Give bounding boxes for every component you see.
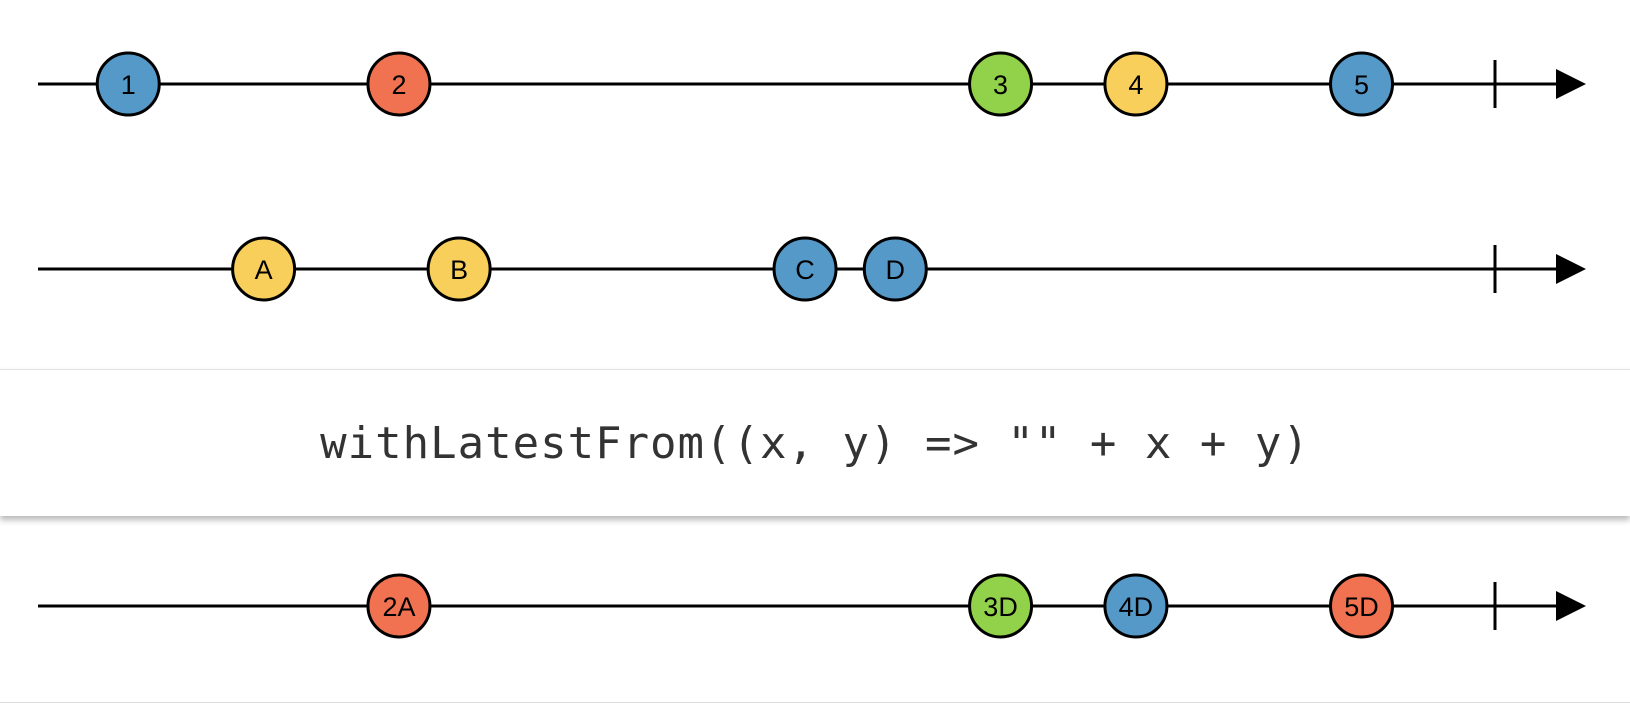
marble: A bbox=[231, 236, 297, 302]
marble-circle bbox=[862, 236, 928, 302]
marble-circle bbox=[772, 236, 838, 302]
marble: D bbox=[862, 236, 928, 302]
bottom-divider bbox=[0, 702, 1630, 703]
marble-label: 4 bbox=[1128, 70, 1143, 100]
marble: 4D bbox=[1103, 573, 1169, 639]
timeline-arrow-icon bbox=[1556, 69, 1586, 99]
marble-label: 5D bbox=[1344, 592, 1379, 622]
marble-circle bbox=[1103, 573, 1169, 639]
marble-circle bbox=[968, 51, 1034, 117]
marble: 1 bbox=[95, 51, 161, 117]
timeline-arrow-icon bbox=[1556, 254, 1586, 284]
marble-label: 3 bbox=[993, 70, 1008, 100]
marble: 5 bbox=[1329, 51, 1395, 117]
operator-box: withLatestFrom((x, y) => "" + x + y) bbox=[0, 369, 1630, 516]
marble-label: 4D bbox=[1119, 592, 1154, 622]
marble-label: 5 bbox=[1354, 70, 1369, 100]
marble-circle bbox=[366, 573, 432, 639]
marble-label: C bbox=[795, 255, 815, 285]
marble-label: 2A bbox=[382, 592, 415, 622]
marble: C bbox=[772, 236, 838, 302]
marble-label: 1 bbox=[121, 70, 136, 100]
marble-label: D bbox=[886, 255, 906, 285]
marble-circle bbox=[1329, 573, 1395, 639]
marble: 3D bbox=[968, 573, 1034, 639]
operator-label: withLatestFrom((x, y) => "" + x + y) bbox=[320, 417, 1310, 469]
marble-circle bbox=[1329, 51, 1395, 117]
marble: 3 bbox=[968, 51, 1034, 117]
marble-circle bbox=[366, 51, 432, 117]
marble: B bbox=[426, 236, 492, 302]
marble-label: B bbox=[450, 255, 468, 285]
result-timeline: 2A 3D 4D 5D bbox=[38, 573, 1586, 639]
marble-circle bbox=[1103, 51, 1169, 117]
marble: 5D bbox=[1329, 573, 1395, 639]
timeline-arrow-icon bbox=[1556, 591, 1586, 621]
marble-circle bbox=[231, 236, 297, 302]
marble-label: A bbox=[255, 255, 273, 285]
marble: 2 bbox=[366, 51, 432, 117]
other-timeline: A B C D bbox=[38, 236, 1586, 302]
marble: 4 bbox=[1103, 51, 1169, 117]
marble-circle bbox=[968, 573, 1034, 639]
marble-circle bbox=[95, 51, 161, 117]
marble: 2A bbox=[366, 573, 432, 639]
marble-label: 2 bbox=[391, 70, 406, 100]
marble-label: 3D bbox=[983, 592, 1018, 622]
marble-circle bbox=[426, 236, 492, 302]
source-timeline: 1 2 3 4 5 bbox=[38, 51, 1586, 117]
